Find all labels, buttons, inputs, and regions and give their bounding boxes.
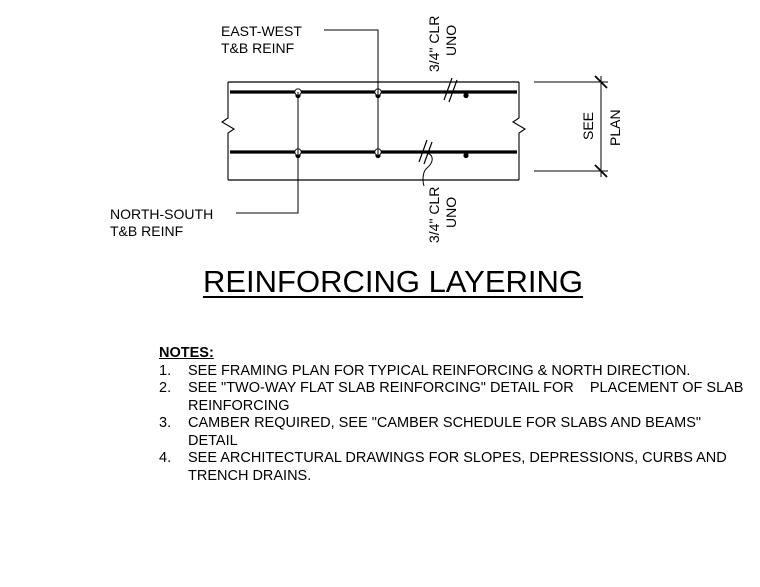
notes-list: 1. SEE FRAMING PLAN FOR TYPICAL REINFORCI… [159,363,749,486]
note-number: 4. [159,450,172,466]
clear-tick-top [448,79,458,103]
bar-dot [463,152,469,159]
detail-title-text: REINFORCING LAYERING [202,264,584,299]
clear-tick-bottom [418,139,428,163]
north-south-leader [236,92,299,214]
note-item: 4. SEE ARCHITECTURAL DRAWINGS FOR SLOPES,… [159,450,749,485]
dimension-tick-top [594,75,608,89]
east-west-label-line1: EAST-WEST [221,23,302,39]
note-item: 2. SEE "TWO-WAY FLAT SLAB REINFORCING" DE… [159,380,749,415]
clear-tick-top [443,77,453,101]
clear-leader-bottom [422,152,433,187]
east-west-label-line2: T&B REINF [221,40,294,56]
clear-top-label-line2: UNO [443,25,459,56]
note-item: 1. SEE FRAMING PLAN FOR TYPICAL REINFORCI… [159,363,749,381]
dimension-label-line1: SEE [580,112,596,140]
dimension-label-line2: PLAN [607,109,623,146]
break-line-left [220,82,236,180]
bar-dot [463,92,469,99]
note-text: SEE ARCHITECTURAL DRAWINGS FOR SLOPES, D… [188,450,727,484]
dimension-tick-bottom [594,164,608,178]
note-text: SEE "TWO-WAY FLAT SLAB REINFORCING" DETA… [188,380,748,414]
note-number: 1. [159,362,172,379]
note-number: 2. [159,380,172,396]
notes-heading: NOTES: [159,345,214,361]
notes-block: NOTES: 1. SEE FRAMING PLAN FOR TYPICAL RE… [159,345,749,485]
break-line-right [511,82,527,180]
clear-top-label-line1: 3/4" CLR [426,16,442,72]
note-number: 3. [159,415,172,431]
north-south-label-line2: T&B REINF [110,223,183,239]
east-west-leader [324,29,379,155]
clear-bottom-label-line1: 3/4" CLR [426,187,442,243]
detail-title: REINFORCING LAYERING [0,264,760,300]
note-item: 3. CAMBER REQUIRED, SEE "CAMBER SCHEDULE … [159,415,749,450]
north-south-label-line1: NORTH-SOUTH [110,206,213,222]
note-text: SEE FRAMING PLAN FOR TYPICAL REINFORCING… [188,362,691,379]
note-text: CAMBER REQUIRED, SEE "CAMBER SCHEDULE FO… [188,415,702,449]
clear-bottom-label-line2: UNO [443,197,459,228]
